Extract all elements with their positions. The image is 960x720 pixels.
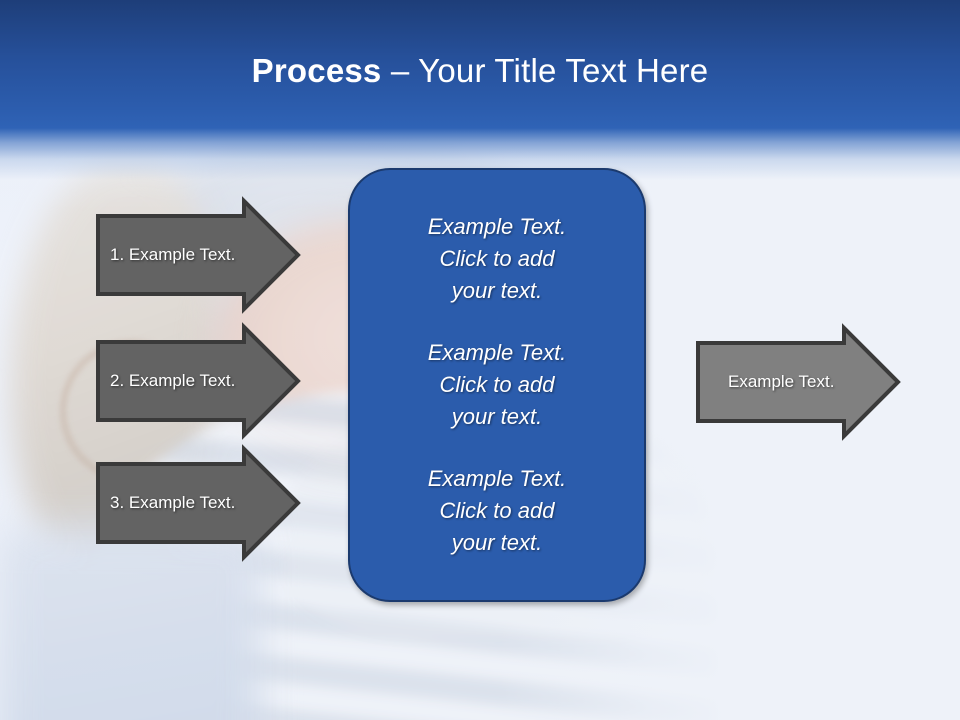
center-paragraph-2-line-1: Example Text. [427,340,567,365]
center-paragraph-3: Example Text. Click to add your text. [377,463,617,559]
center-paragraph-3-line-3: your text. [451,530,543,555]
center-paragraph-1-line-2: Click to add [439,246,555,271]
center-paragraph-2-line-2: Click to add [439,372,555,397]
page-title-strong: Process [251,52,382,89]
output-arrow[interactable]: Example Text. [696,323,901,441]
input-arrow-2[interactable]: 2. Example Text. [96,322,301,440]
center-paragraph-3-line-2: Click to add [439,498,555,523]
input-arrow-1-label: 1. Example Text. [110,245,236,264]
arrow-right-icon [96,196,301,314]
arrow-right-icon [96,322,301,440]
input-arrow-3-label: 3. Example Text. [110,493,236,512]
input-arrow-1[interactable]: 1. Example Text. [96,196,301,314]
center-content-box[interactable]: Example Text. Click to add your text. Ex… [348,168,646,602]
input-arrow-3[interactable]: 3. Example Text. [96,444,301,562]
page-title: Process – Your Title Text Here [0,52,960,90]
center-paragraph-2: Example Text. Click to add your text. [377,337,617,433]
input-arrow-2-label: 2. Example Text. [110,371,236,390]
center-paragraph-1: Example Text. Click to add your text. [377,211,617,307]
arrow-right-icon [696,323,901,441]
center-paragraph-1-line-3: your text. [451,278,543,303]
center-paragraph-1-line-1: Example Text. [427,214,567,239]
center-paragraph-3-line-1: Example Text. [427,466,567,491]
page-title-rest: – Your Title Text Here [381,52,709,89]
output-arrow-label: Example Text. [728,372,835,391]
header-band [0,0,960,128]
center-paragraph-2-line-3: your text. [451,404,543,429]
arrow-right-icon [96,444,301,562]
